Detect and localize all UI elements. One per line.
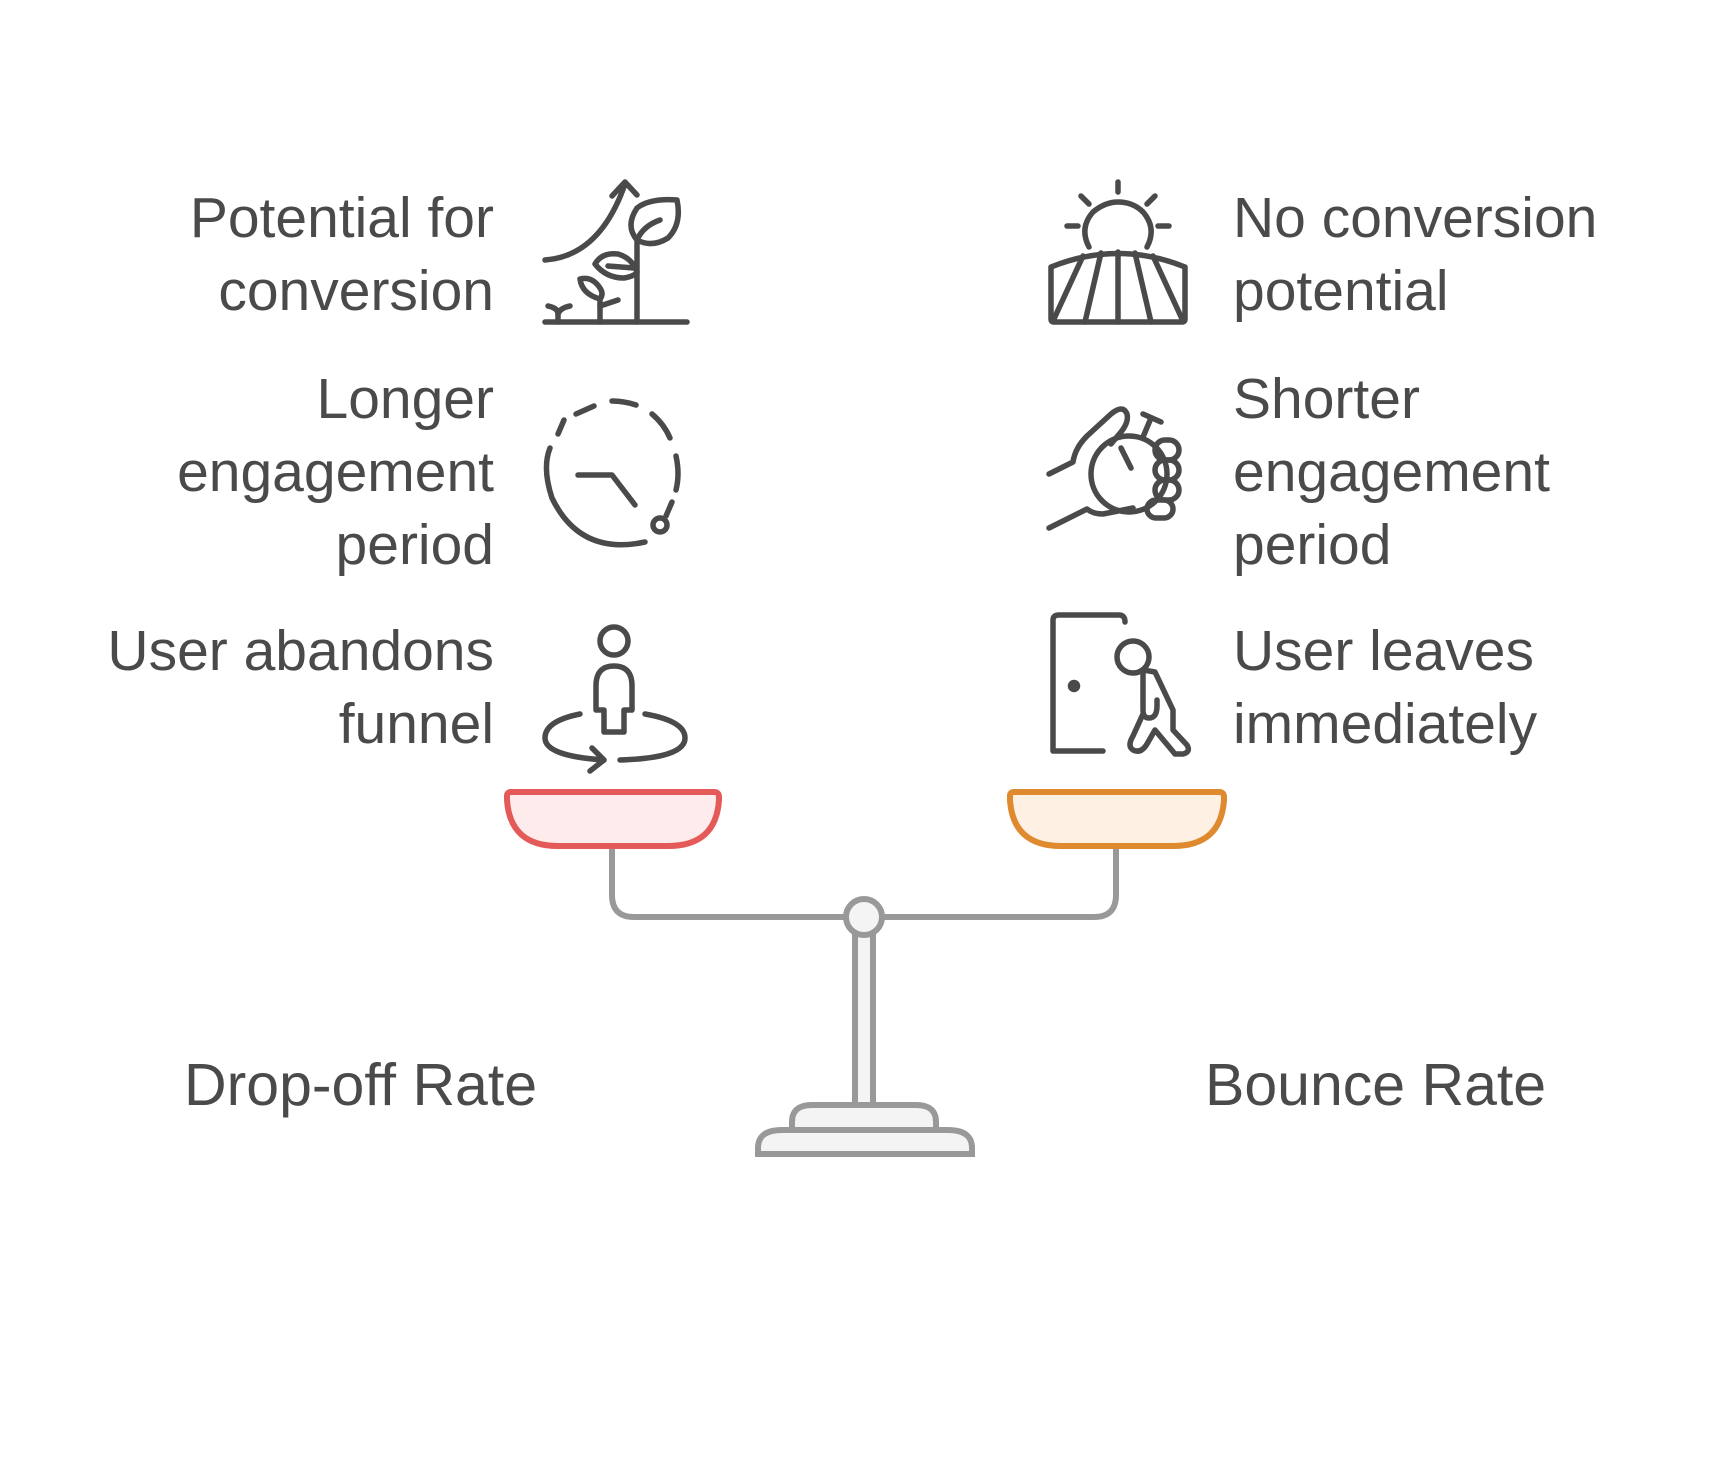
scale-base-upper — [789, 1102, 939, 1133]
label-line: period — [1233, 513, 1392, 577]
label-line: Longer — [316, 367, 495, 431]
left-item-2-label: Longer engagement period — [177, 363, 494, 582]
label-line: No conversion — [1233, 186, 1598, 250]
scale-base-lower — [755, 1127, 975, 1157]
hand-stopwatch-icon — [1043, 392, 1193, 542]
scale-pivot — [843, 896, 885, 938]
label-line: period — [335, 513, 494, 577]
left-pan — [504, 789, 722, 849]
plant-growth-icon — [540, 176, 690, 326]
door-exit-icon — [1043, 610, 1193, 760]
label-line: funnel — [338, 692, 494, 756]
label-line: engagement — [177, 440, 494, 504]
label-line: Shorter — [1233, 367, 1420, 431]
left-side-title: Drop-off Rate — [184, 1052, 538, 1118]
label-line: immediately — [1233, 692, 1538, 756]
right-item-3-label: User leaves immediately — [1233, 615, 1537, 761]
label-line: conversion — [218, 259, 494, 323]
scale-pillar — [852, 927, 876, 1108]
person-rotate-icon — [540, 624, 690, 776]
left-item-3-label: User abandons funnel — [107, 615, 494, 761]
right-item-2-label: Shorter engagement period — [1233, 363, 1550, 582]
right-item-1-label: No conversion potential — [1233, 182, 1597, 328]
label-line: potential — [1233, 259, 1449, 323]
label-line: User leaves — [1233, 619, 1534, 683]
sun-field-icon — [1043, 176, 1193, 326]
label-line: User abandons — [107, 619, 494, 683]
right-pan — [1007, 789, 1227, 849]
dashed-clock-icon — [540, 398, 690, 548]
label-line: engagement — [1233, 440, 1550, 504]
right-side-title: Bounce Rate — [1205, 1052, 1547, 1118]
label-line: Potential for — [189, 186, 494, 250]
left-item-1-label: Potential for conversion — [190, 182, 494, 328]
